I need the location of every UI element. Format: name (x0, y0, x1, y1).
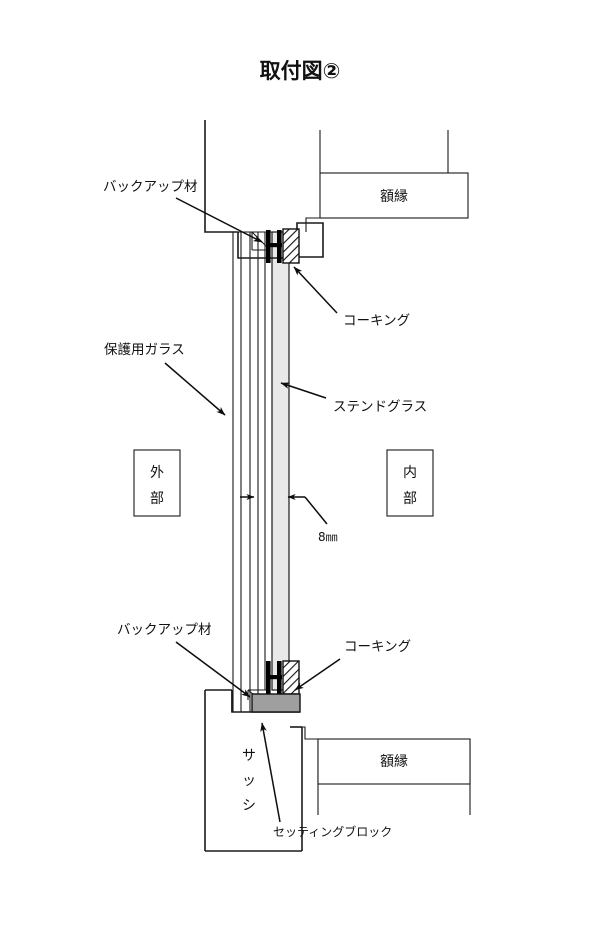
backup-material-top-leader (175, 197, 263, 243)
caulking-top-label: コーキング (343, 313, 410, 329)
stained-glass-pane (271, 231, 290, 691)
exterior-label-line1: 外 (150, 465, 164, 481)
sash-label-group: サ ッ シ (242, 748, 256, 814)
caulking-top-leader (293, 266, 338, 314)
interior-label-line1: 内 (403, 465, 417, 481)
backup-material-bottom-leader (175, 641, 251, 698)
backup-material-top (266, 230, 282, 263)
page-title: 取付図② (260, 59, 341, 83)
frame-bottom-box (317, 738, 471, 785)
caulking-bottom-leader (294, 658, 341, 691)
caulking-top-block (282, 228, 300, 264)
interior-box: 内 部 (386, 449, 434, 517)
sash-label-char3: シ (242, 798, 256, 814)
caulking-bottom-label: コーキング (344, 639, 411, 655)
frame-top-group (305, 130, 469, 232)
protective-glass-label: 保護用ガラス (104, 342, 185, 358)
frame-top-box (319, 172, 469, 219)
sash-label-char1: サ (242, 748, 256, 764)
frame-top-label: 額縁 (380, 189, 408, 205)
exterior-label-line2: 部 (150, 491, 164, 507)
stained-glass-leader (280, 382, 327, 399)
frame-bottom-group (290, 726, 471, 815)
sill-joint-detail (231, 660, 301, 713)
gap-dimension-label: 8㎜ (318, 530, 338, 544)
backup-material-top-label: バックアップ材 (103, 179, 198, 195)
interior-label-line2: 部 (403, 491, 417, 507)
stained-glass-label: ステンドグラス (333, 399, 427, 415)
setting-block-leader (260, 722, 281, 823)
gap-dimension: 8㎜ (240, 494, 338, 544)
setting-block-shape (251, 693, 301, 713)
frame-bottom-label: 額縁 (380, 754, 408, 770)
exterior-box: 外 部 (133, 449, 181, 517)
protective-glass-panes (232, 232, 266, 712)
setting-block-label: セッティングブロック (273, 824, 392, 839)
head-joint-detail (237, 228, 300, 264)
protective-glass-leader (164, 362, 226, 416)
sash-label-char2: ッ (242, 773, 256, 789)
backup-material-bottom (266, 661, 282, 694)
backup-material-bottom-label: バックアップ材 (117, 622, 212, 638)
upper-sash-outline (204, 120, 324, 258)
